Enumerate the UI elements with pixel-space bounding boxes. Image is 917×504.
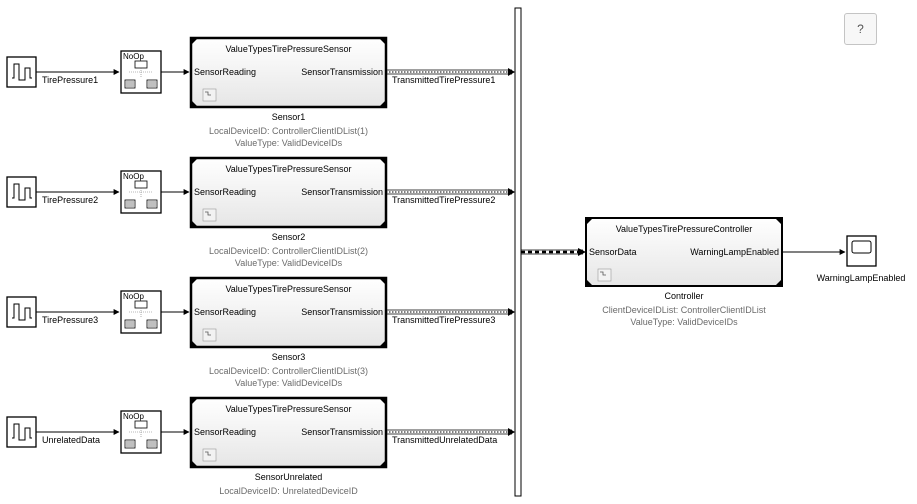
display-signal-label: WarningLampEnabled	[816, 273, 906, 283]
block-corner	[191, 158, 198, 165]
signal-source-block[interactable]	[6, 296, 37, 328]
sensor-input-port-label: SensorReading	[194, 67, 257, 77]
source-signal-label: TirePressure1	[42, 75, 99, 85]
converter-label: NoOp	[123, 172, 144, 181]
block-corner	[191, 278, 198, 285]
block-corner	[191, 460, 198, 467]
block-corner	[775, 218, 782, 225]
sensor-output-port-label: SensorTransmission	[301, 307, 383, 317]
sensor-output-signal-label: TransmittedTirePressure2	[392, 195, 496, 205]
sensor-input-port-label: SensorReading	[194, 187, 257, 197]
sensor-model-block[interactable]	[189, 156, 388, 229]
sensor-type-label: ValueTypesTirePressureSensor	[225, 164, 352, 174]
model-reference-icon-path	[205, 91, 211, 96]
block-corner	[586, 279, 593, 286]
sensor-device-param: LocalDeviceID: ControllerClientIDList(1)	[208, 126, 369, 136]
sensor-output-signal-label: TransmittedTirePressure3	[392, 315, 496, 325]
sensor-valuetype-param: ValueType: ValidDeviceIDs	[234, 378, 343, 388]
sensor-name-label: Sensor2	[271, 232, 306, 242]
waveform-icon	[12, 423, 32, 441]
bus-arrow	[578, 248, 586, 256]
bus-arrow	[508, 68, 515, 76]
block-corner	[379, 158, 386, 165]
block-corner	[379, 340, 386, 347]
model-reference-icon-path	[205, 451, 211, 456]
sensor-name-label: Sensor1	[271, 112, 306, 122]
waveform-icon	[12, 183, 32, 201]
help-button[interactable]: ?	[844, 13, 877, 45]
controller-valuetype-param: ValueType: ValidDeviceIDs	[630, 317, 738, 327]
sensor-output-signal-label: TransmittedTirePressure1	[392, 75, 496, 85]
signal-source-block[interactable]	[6, 416, 37, 448]
sensor-model-block[interactable]	[189, 276, 388, 349]
sensor-output-signal-label: TransmittedUnrelatedData	[392, 435, 498, 445]
model-reference-icon-path	[205, 331, 211, 336]
sensor-valuetype-param: ValueType: ValidDeviceIDs	[234, 138, 343, 148]
bus-arrow	[508, 308, 515, 316]
signal-source-block[interactable]	[6, 176, 37, 208]
block-corner	[191, 100, 198, 107]
controller-name-label: Controller	[664, 291, 704, 301]
bus-creator-block[interactable]	[514, 7, 522, 497]
controller-input-port-label: SensorData	[589, 247, 637, 257]
block-corner	[379, 460, 386, 467]
bus-icon-left	[124, 319, 136, 329]
converter-label: NoOp	[123, 52, 144, 61]
sensor-type-label: ValueTypesTirePressureSensor	[225, 404, 352, 414]
sensor-model-block[interactable]	[189, 36, 388, 109]
sensor-model-block[interactable]	[189, 396, 388, 469]
block-corner	[191, 220, 198, 227]
bus-icon-right	[146, 319, 158, 329]
lamp-display-icon	[851, 240, 872, 254]
block-corner	[586, 218, 593, 225]
block-corner	[379, 220, 386, 227]
sensor-input-port-label: SensorReading	[194, 427, 257, 437]
converter-label: NoOp	[123, 412, 144, 421]
sensor-name-label: Sensor3	[271, 352, 306, 362]
sensor-valuetype-param: ValueType: ValidDeviceIDs	[234, 258, 343, 268]
bus-icon-left	[124, 199, 136, 209]
sensor-device-param: LocalDeviceID: ControllerClientIDList(2)	[208, 246, 369, 256]
sensor-output-port-label: SensorTransmission	[301, 427, 383, 437]
controller-model-block[interactable]	[585, 217, 783, 287]
bus-icon-left	[124, 439, 136, 449]
block-corner	[191, 398, 198, 405]
sensor-type-label: ValueTypesTirePressureSensor	[225, 44, 352, 54]
bus-icon-right	[146, 439, 158, 449]
controller-output-port-label: WarningLampEnabled	[690, 247, 779, 257]
bus-icon-left	[124, 79, 136, 89]
source-signal-label: TirePressure2	[42, 195, 99, 205]
sensor-device-param: LocalDeviceID: UnrelatedDeviceID	[219, 486, 358, 496]
block-corner	[379, 278, 386, 285]
converter-label: NoOp	[123, 292, 144, 301]
bus-arrow	[508, 428, 515, 436]
sensor-output-port-label: SensorTransmission	[301, 67, 383, 77]
block-corner	[379, 38, 386, 45]
controller-type-label: ValueTypesTirePressureController	[615, 224, 753, 234]
bus-arrow	[508, 188, 515, 196]
signal-source-block[interactable]	[6, 56, 37, 88]
waveform-icon	[12, 303, 32, 321]
sensor-output-port-label: SensorTransmission	[301, 187, 383, 197]
block-corner	[379, 100, 386, 107]
source-signal-label: UnrelatedData	[42, 435, 101, 445]
block-corner	[775, 279, 782, 286]
sensor-device-param: LocalDeviceID: ControllerClientIDList(3)	[208, 366, 369, 376]
model-reference-icon-path	[600, 271, 606, 276]
model-reference-icon-path	[205, 211, 211, 216]
bus-icon-right	[146, 79, 158, 89]
source-signal-label: TirePressure3	[42, 315, 99, 325]
sensor-input-port-label: SensorReading	[194, 307, 257, 317]
waveform-icon	[12, 63, 32, 81]
block-corner	[379, 398, 386, 405]
bus-icon-right	[146, 199, 158, 209]
controller-client-param: ClientDeviceIDList: ControllerClientIDLi…	[602, 305, 766, 315]
block-corner	[191, 340, 198, 347]
block-corner	[191, 38, 198, 45]
sensor-name-label: SensorUnrelated	[254, 472, 323, 482]
sensor-type-label: ValueTypesTirePressureSensor	[225, 284, 352, 294]
